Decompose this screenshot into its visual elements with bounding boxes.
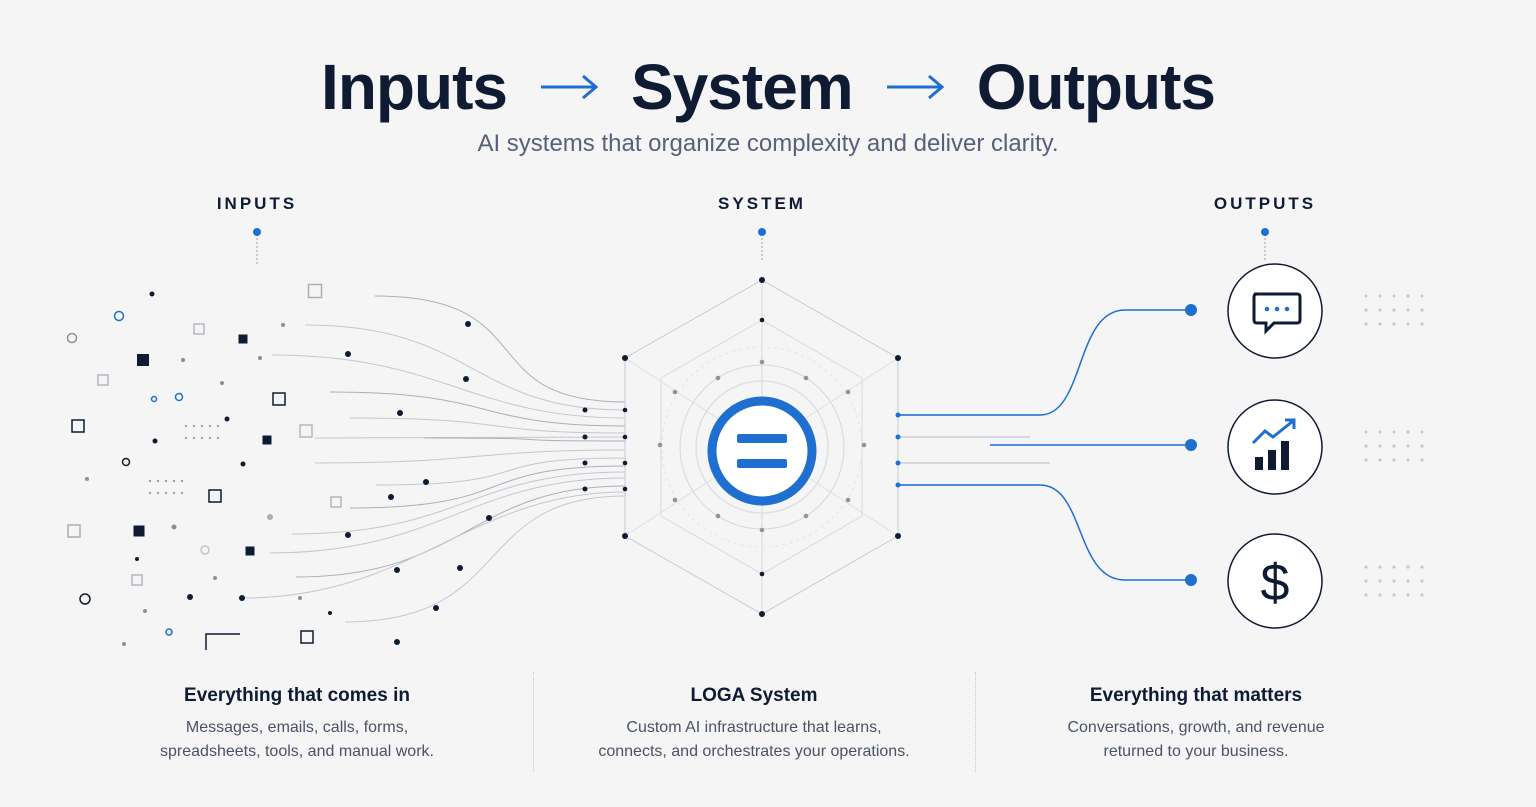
arrow-right-icon [886, 74, 945, 100]
inputs-card-title: Everything that comes in [184, 685, 410, 706]
system-card-description: Custom AI infrastructure that learns, co… [544, 716, 964, 764]
dollar-icon: $ [1227, 533, 1323, 629]
column-divider [975, 672, 976, 772]
inputs-desc-line2: spreadsheets, tools, and manual work. [160, 743, 434, 760]
arrow-right-icon [541, 74, 599, 100]
system-card-title: LOGA System [690, 685, 818, 706]
input-flow-lines [239, 295, 626, 645]
outputs-desc-line2: returned to your business. [1103, 743, 1289, 760]
input-scatter [66, 283, 342, 650]
outputs-column-label: OUTPUTS [1213, 194, 1317, 213]
inputs-column-label: INPUTS [216, 194, 298, 213]
inputs-card-description: Messages, emails, calls, forms, spreadsh… [87, 716, 507, 764]
dollar-glyph: $ [1261, 554, 1290, 612]
decorative-dot-grids [1364, 294, 1424, 597]
loga-logo-icon [707, 396, 817, 506]
page-title: Inputs System Outputs [0, 44, 1536, 130]
title-system: System [631, 51, 854, 123]
system-desc-line2: connects, and orchestrates your operatio… [598, 743, 910, 760]
outputs-card-description: Conversations, growth, and revenue retur… [986, 716, 1406, 764]
column-divider [533, 672, 534, 772]
outputs-desc-line1: Conversations, growth, and revenue [1067, 719, 1325, 736]
inputs-desc-line1: Messages, emails, calls, forms, [185, 719, 409, 736]
outputs-card-title: Everything that matters [1089, 685, 1303, 706]
page-subtitle: AI systems that organize complexity and … [477, 130, 1059, 157]
growth-chart-icon [1227, 399, 1323, 495]
system-column-label: SYSTEM [718, 194, 806, 213]
title-inputs: Inputs [321, 51, 508, 123]
title-outputs: Outputs [976, 51, 1216, 123]
system-desc-line1: Custom AI infrastructure that learns, [626, 719, 882, 736]
output-flow-lines [895, 304, 1197, 586]
system-nodes [622, 277, 901, 617]
column-pins [253, 228, 1269, 265]
chat-bubble-icon [1227, 263, 1323, 359]
